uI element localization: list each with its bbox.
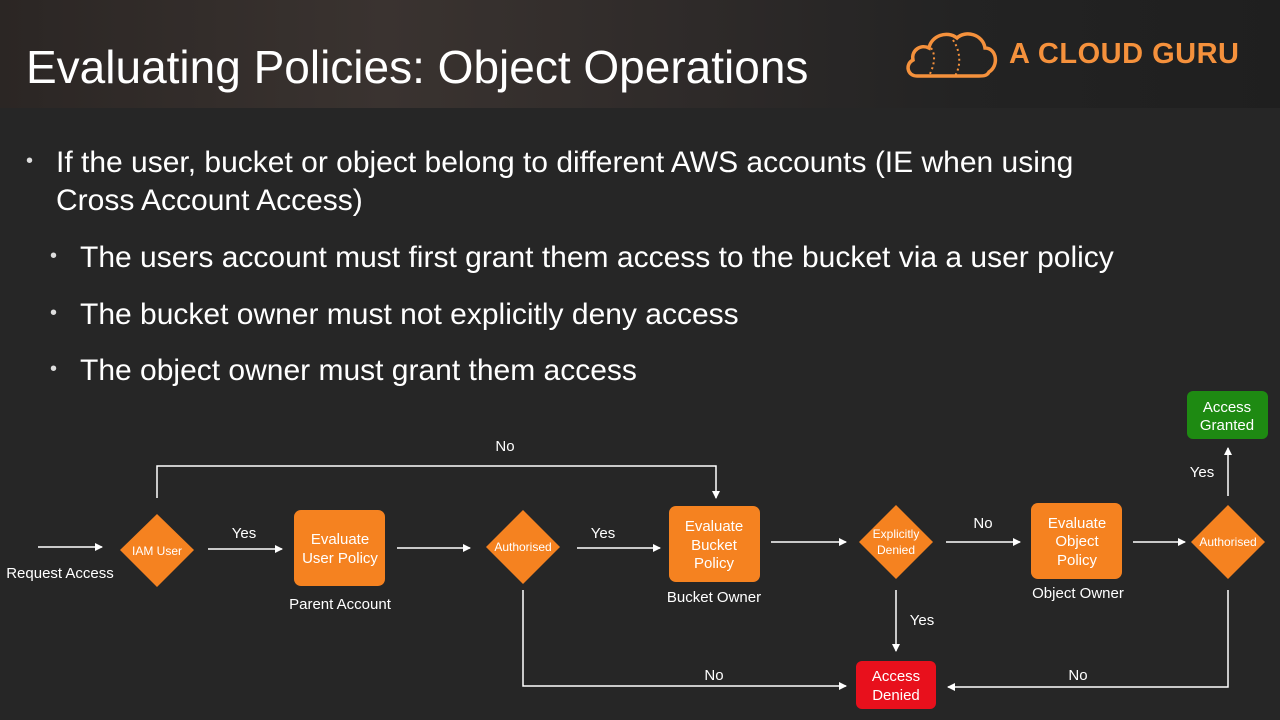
explicitly-denied-diamond <box>859 505 933 579</box>
authorised-diamond-2 <box>1191 505 1265 579</box>
brand-name: A CLOUD GURU <box>1009 38 1240 70</box>
request-access-label: Request Access <box>6 565 114 582</box>
arrow-authorised-no-to-denied <box>522 590 847 690</box>
edge-label-yes: Yes <box>232 525 256 542</box>
object-owner-label: Object Owner <box>1032 585 1124 602</box>
evaluate-user-policy-box <box>294 510 385 586</box>
evaluate-object-policy-line-2: Object <box>1055 533 1099 550</box>
evaluate-object-policy-line-1: Evaluate <box>1048 515 1106 532</box>
brand-logo: A CLOUD GURU <box>903 26 1243 86</box>
authorised-diamond-1 <box>486 510 560 584</box>
access-denied-line-1: Access <box>872 668 920 685</box>
access-denied-line-2: Denied <box>872 687 920 704</box>
evaluate-object-policy-line-3: Policy <box>1057 552 1098 569</box>
iam-user-label: IAM User <box>132 544 182 558</box>
access-granted-line-2: Granted <box>1200 417 1254 434</box>
parent-account-label: Parent Account <box>289 596 392 613</box>
arrow-authorised-no-to-denied-2 <box>947 590 1229 691</box>
authorised-label-2: Authorised <box>1199 535 1256 549</box>
sub-bullet-3: The object owner must grant them access <box>80 354 637 387</box>
edge-label-no: No <box>1068 667 1087 684</box>
evaluate-object-policy-box <box>1031 503 1122 579</box>
arrow-iam-no-to-bucket <box>156 465 720 499</box>
evaluate-bucket-policy-line-3: Policy <box>694 555 735 572</box>
edge-label-yes: Yes <box>591 525 615 542</box>
sub-bullet-1: The users account must first grant them … <box>80 241 1114 274</box>
access-granted-box <box>1187 391 1268 439</box>
access-granted-line-1: Access <box>1203 399 1251 416</box>
edge-label-no: No <box>704 667 723 684</box>
explicitly-denied-line-1: Explicitly <box>873 527 920 541</box>
authorised-label-1: Authorised <box>494 540 551 554</box>
explicitly-denied-line-2: Denied <box>877 543 915 557</box>
bullet-1-line-2: Cross Account Access) <box>56 184 363 217</box>
evaluate-user-policy-line-1: Evaluate <box>311 531 369 548</box>
sub-bullet-2: The bucket owner must not explicitly den… <box>80 298 739 331</box>
bucket-owner-label: Bucket Owner <box>667 589 761 606</box>
evaluate-user-policy-line-2: User Policy <box>302 550 378 567</box>
edge-label-no: No <box>495 438 514 455</box>
access-denied-box <box>856 661 936 709</box>
edge-label-no: No <box>973 515 992 532</box>
evaluate-bucket-policy-box <box>669 506 760 582</box>
evaluate-bucket-policy-line-1: Evaluate <box>685 518 743 535</box>
evaluate-bucket-policy-line-2: Bucket <box>691 537 738 554</box>
bullet-dot: • <box>50 245 58 267</box>
cloud-icon <box>906 32 998 78</box>
header-bar <box>0 0 1280 108</box>
page-title: Evaluating Policies: Object Operations <box>26 41 809 93</box>
bullet-dot: • <box>50 358 58 380</box>
iam-user-diamond <box>120 514 194 587</box>
connectors <box>38 447 1232 691</box>
edge-label-yes: Yes <box>910 612 934 629</box>
bullet-dot: • <box>50 302 58 324</box>
bullet-1-line-1: If the user, bucket or object belong to … <box>56 146 1074 179</box>
edge-label-yes: Yes <box>1190 464 1214 481</box>
bullet-dot: • <box>26 150 34 172</box>
